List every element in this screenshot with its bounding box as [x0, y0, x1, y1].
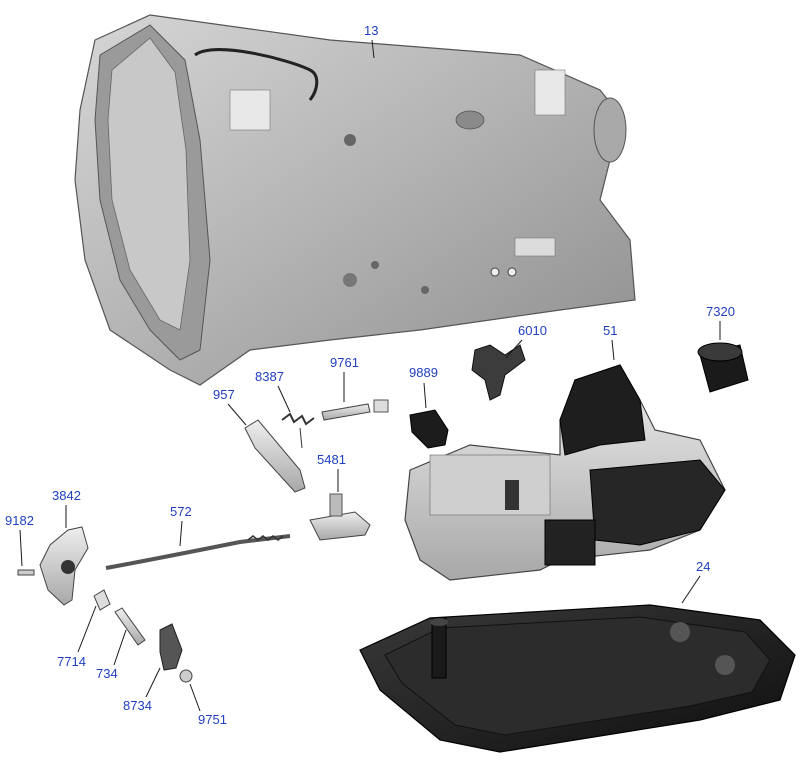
leader-line-572: [179, 520, 183, 547]
callout-8387: 8387: [255, 369, 284, 384]
part-7714-sleeve: [93, 589, 111, 611]
part-9889-block: [409, 409, 449, 449]
leader-line-9751: [189, 683, 201, 712]
callout-9889: 9889: [409, 365, 438, 380]
callout-8734: 8734: [123, 698, 152, 713]
part-572-rod: [105, 534, 291, 570]
part-3842-sector: [39, 526, 89, 606]
part-9751-nut: [179, 669, 193, 683]
part-957-lever: [244, 419, 306, 493]
callout-9761: 9761: [330, 355, 359, 370]
leader-line-13: [371, 39, 375, 59]
leader-line-957: [227, 403, 247, 426]
callout-24: 24: [696, 559, 711, 574]
callout-572: 572: [170, 504, 192, 519]
part-51-valve-body: [404, 364, 726, 581]
callout-3842: 3842: [52, 488, 81, 503]
part-6010-bracket: [471, 344, 526, 401]
part-9761-pin: [321, 399, 389, 421]
leader-line-51: [611, 339, 615, 361]
leader-lines: [19, 39, 721, 712]
leader-line-734: [113, 629, 127, 666]
part-734-shaft: [114, 607, 146, 646]
leader-line-9182: [19, 529, 23, 567]
leader-line-6010: [505, 339, 523, 359]
leader-line-7714: [77, 605, 97, 653]
callout-5481: 5481: [317, 452, 346, 467]
callout-51: 51: [603, 323, 618, 338]
callout-7320: 7320: [706, 304, 735, 319]
callout-9751: 9751: [198, 712, 227, 727]
part-8734-lever: [159, 623, 183, 671]
callout-734: 734: [96, 666, 118, 681]
leader-line-24: [681, 575, 701, 604]
part-8387-spring: [281, 412, 315, 449]
callout-957: 957: [213, 387, 235, 402]
leader-line-8387: [277, 385, 291, 413]
part-5481-plate: [309, 493, 371, 541]
callout-7714: 7714: [57, 654, 86, 669]
callout-6010: 6010: [518, 323, 547, 338]
part-24-oil-pan: [359, 604, 796, 753]
leader-line-9889: [423, 382, 427, 409]
part-9182-pin: [17, 569, 35, 576]
part-7320-sleeve: [697, 342, 749, 393]
callout-9182: 9182: [5, 513, 34, 528]
leader-line-8734: [145, 667, 161, 698]
callout-13: 13: [364, 23, 379, 38]
transmission-housing: [74, 14, 636, 386]
